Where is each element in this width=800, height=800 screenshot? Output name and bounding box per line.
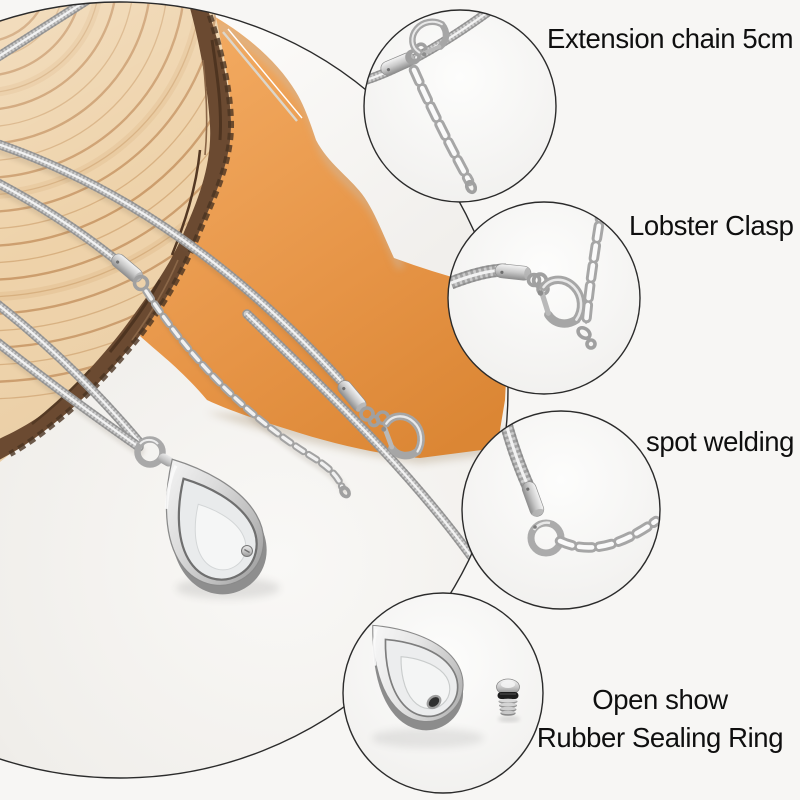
extension-chain-main bbox=[108, 250, 351, 499]
bail bbox=[134, 436, 174, 468]
snake-chain-strands bbox=[0, 2, 476, 561]
sealing-screw bbox=[496, 678, 520, 716]
label-spot-welding: spot welding bbox=[646, 426, 795, 457]
extension-curb-chain-zoom bbox=[408, 64, 478, 195]
clasp-end-main bbox=[334, 377, 430, 463]
rubber-sealing-ring bbox=[497, 692, 519, 699]
pendant-screw-main bbox=[241, 545, 253, 557]
label-open-show-line1: Open show bbox=[592, 684, 728, 715]
callout-extension-chain bbox=[364, 10, 517, 195]
callout-spot-welding-bg bbox=[462, 411, 660, 609]
teardrop-pendant-open bbox=[344, 599, 480, 747]
main-circle-outline bbox=[0, 1, 509, 779]
teardrop-pendant-main bbox=[132, 436, 284, 611]
callout-lobster-clasp-outline bbox=[447, 201, 641, 395]
label-lobster-clasp: Lobster Clasp bbox=[629, 210, 794, 241]
callout-open-show bbox=[344, 599, 520, 748]
label-open-show-line2: Rubber Sealing Ring bbox=[536, 721, 784, 753]
bark-edge bbox=[0, 3, 235, 464]
screw-hole bbox=[426, 694, 442, 710]
curb-chain-welded bbox=[554, 515, 660, 553]
label-open-show: Open show Rubber Sealing Ring bbox=[536, 681, 784, 756]
label-extension-chain: Extension chain 5cm bbox=[547, 23, 794, 54]
callout-spot-welding-outline bbox=[461, 410, 661, 610]
callout-extension-chain-outline bbox=[363, 9, 557, 203]
callout-open-show-outline bbox=[342, 592, 544, 794]
